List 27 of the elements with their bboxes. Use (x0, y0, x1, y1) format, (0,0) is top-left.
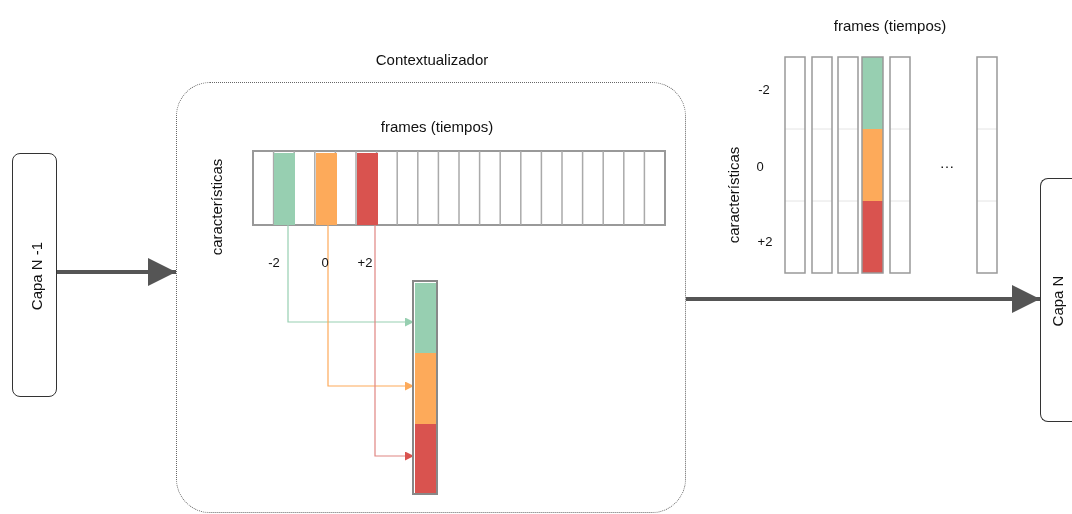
arrow (327, 223, 415, 391)
offset-label: -2 (758, 81, 770, 97)
frame-cell (316, 153, 337, 225)
layer-box (12, 153, 57, 397)
arrow (686, 285, 1040, 313)
vector-segment (415, 353, 437, 424)
offset-label: +2 (357, 254, 373, 270)
vector-segment (415, 424, 437, 494)
ellipsis: … (939, 153, 955, 171)
arrow (287, 223, 415, 327)
layer-label: Capa N -1 (27, 241, 44, 311)
offset-label: 0 (756, 158, 764, 174)
box-title: Contextualizador (374, 51, 490, 68)
vector-segment (415, 283, 437, 353)
frame-cell (274, 153, 295, 225)
axis-title: características (207, 158, 225, 256)
arrow (57, 258, 176, 286)
axis-title: frames (tiempos) (833, 16, 947, 34)
frame-cell (357, 153, 378, 225)
layer-label: Capa N (1048, 275, 1066, 327)
layer-box (1040, 178, 1072, 422)
axis-title: características (724, 146, 742, 244)
axis-title: frames (tiempos) (380, 117, 494, 135)
offset-label: -2 (268, 254, 280, 270)
offset-label: +2 (757, 233, 773, 249)
offset-label: 0 (321, 254, 329, 270)
arrow (374, 223, 415, 461)
